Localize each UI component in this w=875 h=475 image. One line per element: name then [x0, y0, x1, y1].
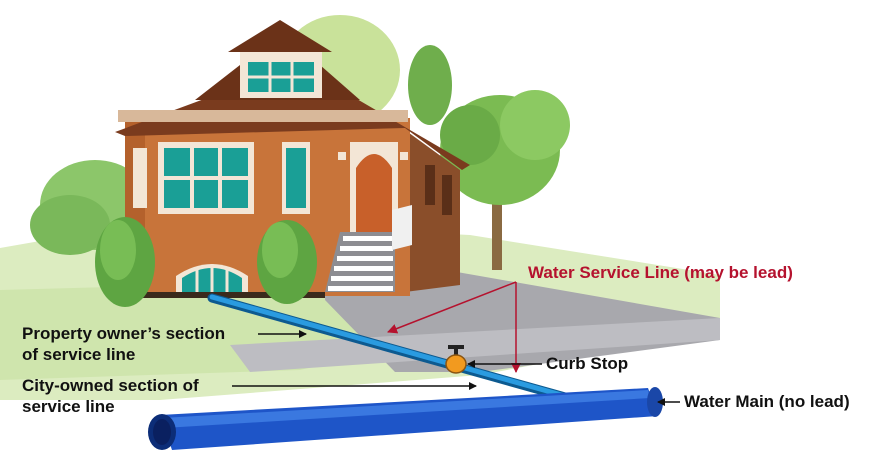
label-curb-stop: Curb Stop — [546, 354, 629, 373]
house-foundation — [125, 292, 325, 298]
label-water-main: Water Main (no lead) — [684, 392, 850, 411]
label-city-owned-line1: City-owned section of — [22, 376, 199, 395]
tree-right — [440, 90, 570, 270]
label-property-owner-line1: Property owner’s section — [22, 324, 226, 343]
house — [115, 20, 470, 298]
bay-window-frame — [133, 148, 147, 208]
front-door — [356, 154, 392, 232]
shrub-right — [257, 220, 317, 304]
dormer-roof — [228, 20, 332, 52]
water-main-pipe — [148, 387, 663, 450]
label-water-service-line: Water Service Line (may be lead) — [528, 263, 793, 282]
front-stairs — [325, 205, 412, 292]
label-city-owned-line2: service line — [22, 397, 115, 416]
side-window — [286, 148, 306, 208]
curb-stop-icon — [445, 345, 467, 374]
house-side-wall — [405, 130, 460, 292]
sidewalk — [230, 318, 720, 372]
label-property-owner-line2: of service line — [22, 345, 136, 364]
arrow-service-line-to-property — [387, 281, 517, 334]
roof-trim — [118, 110, 408, 122]
shrub-left — [95, 217, 155, 307]
